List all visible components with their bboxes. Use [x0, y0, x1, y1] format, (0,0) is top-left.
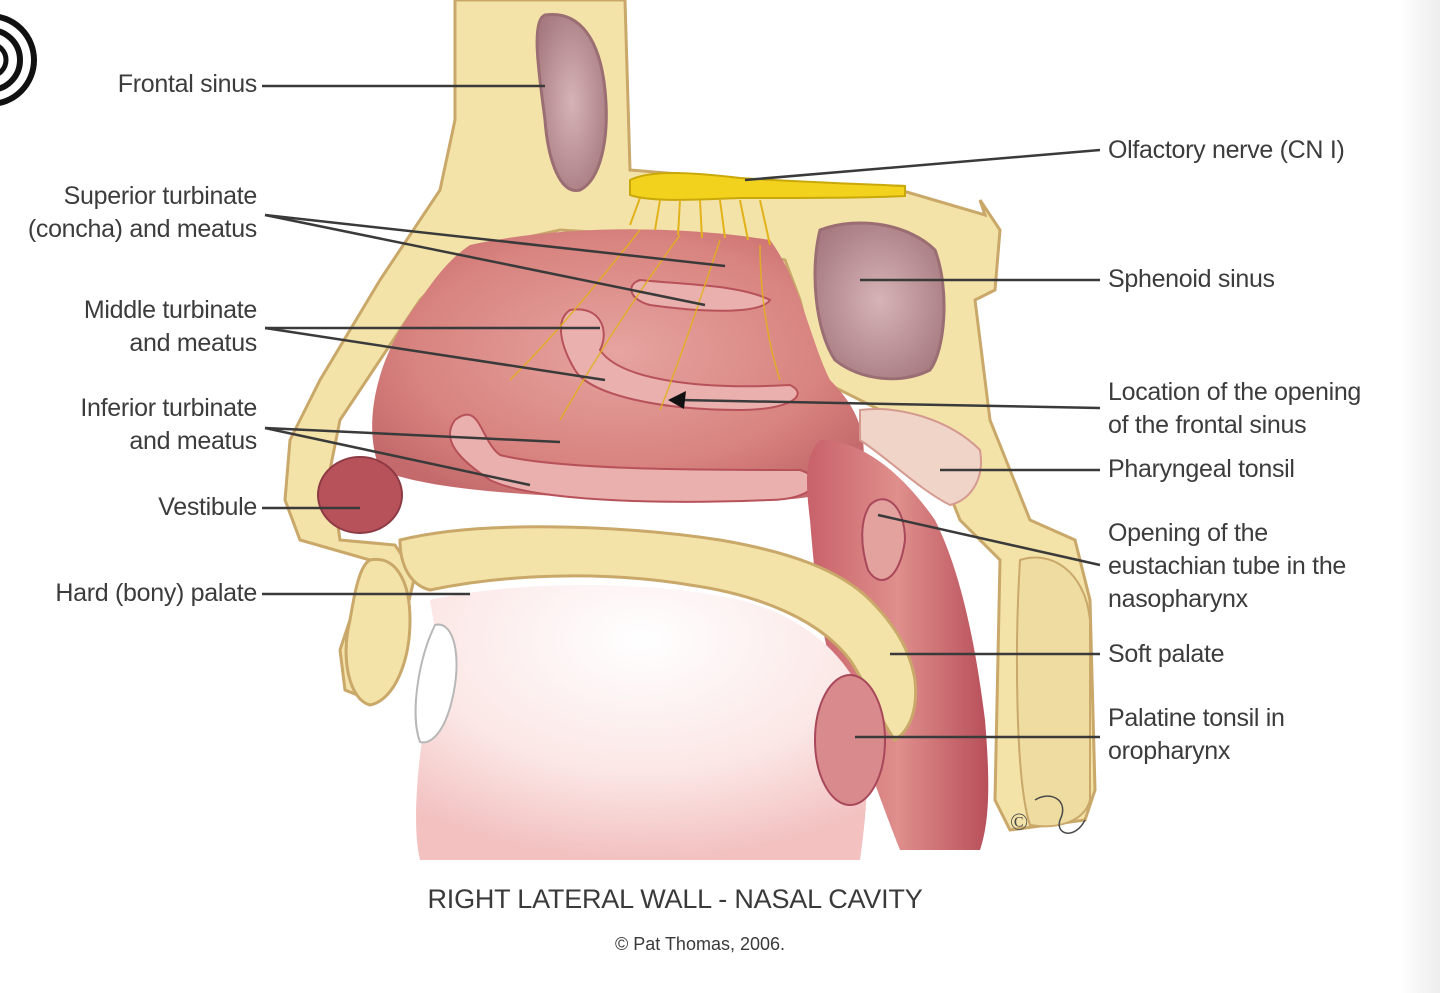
- label-olfactory-nerve: Olfactory nerve (CN I): [1108, 134, 1345, 167]
- label-soft-palate-text: Soft palate: [1108, 640, 1225, 668]
- middle-turbinate: [559, 308, 799, 412]
- label-eustachian-line3: nasopharynx: [1108, 585, 1248, 613]
- label-vestibule: Vestibule: [158, 491, 257, 524]
- artist-signature: ©: [1010, 795, 1086, 836]
- label-eustachian-line1: Opening of the: [1108, 519, 1268, 547]
- frontal-sinus-cavity: [535, 12, 608, 192]
- label-palatine-tonsil-line1: Palatine tonsil in: [1108, 704, 1285, 732]
- leader-lines: [262, 84, 1101, 739]
- label-eustachian-line2: eustachian tube in the: [1108, 552, 1347, 580]
- label-soft-palate: Soft palate: [1108, 638, 1225, 671]
- olfactory-nerve: [629, 172, 906, 201]
- label-sphenoid-sinus: Sphenoid sinus: [1108, 263, 1275, 296]
- upper-lip: [344, 557, 412, 707]
- label-superior-turbinate-line2: (concha) and meatus: [27, 215, 257, 243]
- label-palatine-tonsil-line2: oropharynx: [1108, 737, 1231, 765]
- leader-superior-turbinate-b: [264, 213, 706, 307]
- label-palatine-tonsil: Palatine tonsil in oropharynx: [1108, 702, 1285, 768]
- label-pharyngeal-tonsil: Pharyngeal tonsil: [1108, 453, 1295, 486]
- leader-frontal-opening: [679, 398, 1101, 410]
- cervical-spine: [1016, 556, 1091, 828]
- label-hard-palate-text: Hard (bony) palate: [55, 579, 257, 607]
- label-frontal-sinus: Frontal sinus: [117, 68, 258, 101]
- label-eustachian-tube: Opening of the eustachian tube in the na…: [1108, 517, 1346, 616]
- leader-olfactory-nerve: [744, 148, 1101, 182]
- palatine-tonsil-tissue: [814, 674, 886, 806]
- label-frontal-opening-line2: of the frontal sinus: [1108, 411, 1307, 439]
- leader-superior-turbinate-a: [264, 213, 726, 268]
- svg-text:©: ©: [1010, 810, 1028, 836]
- label-pharyngeal-tonsil-text: Pharyngeal tonsil: [1108, 455, 1295, 483]
- label-superior-turbinate: Superior turbinate (concha) and meatus: [28, 180, 257, 246]
- frontal-opening-arrowhead: [668, 391, 686, 409]
- label-hard-palate: Hard (bony) palate: [55, 577, 257, 610]
- label-olfactory-nerve-text: Olfactory nerve (CN I): [1108, 136, 1345, 164]
- label-inferior-turbinate-line1: Inferior turbinate: [80, 394, 257, 422]
- label-frontal-opening-line1: Location of the opening: [1108, 378, 1362, 406]
- label-frontal-sinus-text: Frontal sinus: [117, 70, 258, 98]
- label-inferior-turbinate: Inferior turbinate and meatus: [80, 392, 257, 458]
- label-frontal-opening: Location of the opening of the frontal s…: [1108, 376, 1361, 442]
- hard-palate: [398, 525, 918, 743]
- diagram-title: RIGHT LATERAL WALL - NASAL CAVITY: [427, 884, 923, 914]
- label-sphenoid-sinus-text: Sphenoid sinus: [1108, 265, 1275, 293]
- logo-ring-mark: [0, 14, 37, 106]
- vestibule-area: [317, 456, 403, 534]
- label-middle-turbinate: Middle turbinate and meatus: [84, 294, 257, 360]
- label-middle-turbinate-line1: Middle turbinate: [83, 296, 257, 324]
- leader-eustachian-tube: [877, 513, 1101, 567]
- leader-inferior-turbinate-a: [264, 426, 561, 444]
- pharyngeal-tonsil-tissue: [859, 408, 982, 507]
- copyright-credit: © Pat Thomas, 2006.: [614, 934, 786, 954]
- oral-cavity: [416, 585, 868, 860]
- olfactory-filaments: [509, 197, 781, 421]
- leader-inferior-turbinate-b: [264, 426, 531, 487]
- sphenoid-sinus-cavity: [813, 221, 946, 381]
- right-edge-shade: [1400, 0, 1440, 993]
- label-inferior-turbinate-line2: and meatus: [129, 427, 257, 455]
- leader-middle-turbinate-b: [264, 326, 606, 382]
- label-middle-turbinate-line2: and meatus: [129, 329, 257, 357]
- label-vestibule-text: Vestibule: [158, 493, 257, 521]
- label-superior-turbinate-line1: Superior turbinate: [63, 182, 258, 210]
- incisor-tooth: [414, 623, 458, 744]
